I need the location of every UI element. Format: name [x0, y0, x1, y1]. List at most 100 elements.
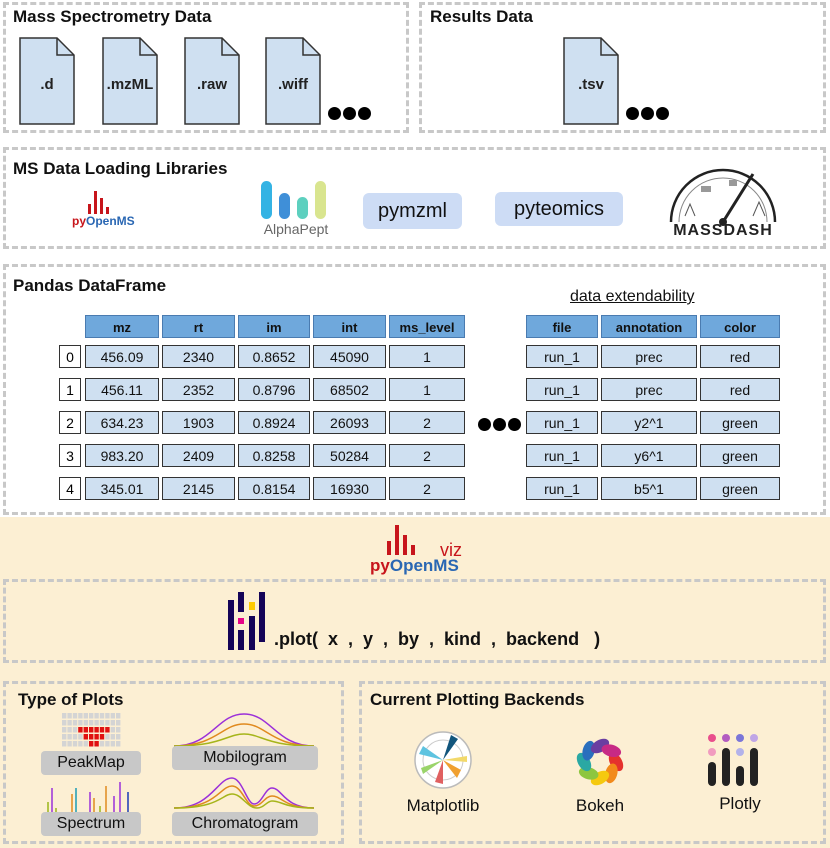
plot-signature-panel — [3, 579, 826, 663]
table-cell: 0.8796 — [238, 378, 310, 401]
file-ext-label: .wiff — [278, 76, 308, 93]
extension-table-cell: red — [700, 345, 780, 368]
peakmap-icon — [62, 713, 121, 747]
table-cell: 0.8652 — [238, 345, 310, 368]
chromatogram-icon — [173, 777, 315, 809]
ellipsis-icon — [478, 418, 523, 431]
viz-logo-viz: viz — [440, 540, 462, 560]
table-cell: 2352 — [162, 378, 235, 401]
row-index: 0 — [59, 345, 81, 368]
pyopenms-viz-bars-icon — [387, 525, 415, 555]
extension-table-cell: b5^1 — [601, 477, 697, 500]
table-cell: 456.09 — [85, 345, 159, 368]
extension-table-cell: run_1 — [526, 411, 598, 434]
table-cell: 0.8924 — [238, 411, 310, 434]
table-cell: 1 — [389, 378, 465, 401]
file-icon — [265, 37, 321, 125]
plot-type-spectrum: Spectrum — [41, 812, 141, 836]
extension-table-cell: run_1 — [526, 345, 598, 368]
pandas-logo — [226, 590, 270, 652]
table-cell: 2145 — [162, 477, 235, 500]
massdash-logo: MASSDASH — [665, 164, 781, 242]
file-icon-tsv: .tsv — [563, 37, 619, 125]
massdash-gauge-icon — [669, 168, 777, 226]
file-ext-label: .tsv — [578, 76, 604, 93]
column-header: int — [313, 315, 386, 338]
table-cell: 2409 — [162, 444, 235, 467]
table-cell: 26093 — [313, 411, 386, 434]
extension-column-header: annotation — [601, 315, 697, 338]
extension-column-header: file — [526, 315, 598, 338]
file-ext-label: .d — [40, 76, 54, 93]
row-index: 2 — [59, 411, 81, 434]
backends-panel — [359, 681, 826, 844]
pymzml-badge: pymzml — [363, 193, 462, 229]
viz-logo-openms: OpenMS — [389, 556, 459, 575]
dataframe-title: Pandas DataFrame — [13, 276, 167, 295]
column-header: im — [238, 315, 310, 338]
loaders-title: MS Data Loading Libraries — [13, 159, 228, 178]
column-header: mz — [85, 315, 159, 338]
table-cell: 456.11 — [85, 378, 159, 401]
backend-plotly: Plotly — [719, 794, 761, 813]
table-cell: 16930 — [313, 477, 386, 500]
pandas-icon — [228, 592, 265, 650]
plot-type-peakmap: PeakMap — [41, 751, 141, 775]
extension-table-cell: y2^1 — [601, 411, 697, 434]
table-cell: 2 — [389, 411, 465, 434]
file-icon-d: .d — [19, 37, 75, 125]
results-panel — [419, 2, 826, 133]
table-cell: 45090 — [313, 345, 386, 368]
row-index: 1 — [59, 378, 81, 401]
extension-table-cell: green — [700, 444, 780, 467]
file-icon — [184, 37, 240, 125]
massdash-logo-text: MASSDASH — [673, 222, 773, 239]
data-extendability-label: data extendability — [570, 288, 695, 305]
alphapept-logo-text: AlphaPept — [263, 221, 329, 237]
file-ext-label: .mzML — [106, 76, 154, 93]
column-header: rt — [162, 315, 235, 338]
alphapept-bars-icon — [261, 181, 326, 219]
backends-title: Current Plotting Backends — [370, 690, 585, 709]
file-icon-mzml: .mzML — [102, 37, 158, 125]
extension-table-cell: run_1 — [526, 477, 598, 500]
loaders-panel — [3, 147, 826, 249]
file-icon — [102, 37, 158, 125]
table-cell: 1903 — [162, 411, 235, 434]
file-icon-raw: .raw — [184, 37, 240, 125]
bokeh-logo — [576, 738, 624, 786]
dataframe-panel — [3, 264, 826, 515]
backend-matplotlib: Matplotlib — [406, 796, 480, 815]
spectrum-icon — [47, 782, 129, 812]
extension-table-cell: red — [700, 378, 780, 401]
plotly-logo — [708, 734, 758, 786]
table-cell: 983.20 — [85, 444, 159, 467]
viz-logo-py: py — [370, 556, 390, 575]
ellipsis-icon — [626, 107, 671, 120]
row-index: 3 — [59, 444, 81, 467]
extension-table-cell: green — [700, 477, 780, 500]
ms-data-panel — [3, 2, 409, 133]
table-cell: 2 — [389, 444, 465, 467]
plot-type-chromatogram: Chromatogram — [172, 812, 318, 836]
table-cell: 0.8258 — [238, 444, 310, 467]
pyopenms-logo-name: OpenMS — [86, 214, 135, 228]
alphapept-logo: AlphaPept — [258, 179, 334, 241]
mobilogram-icon — [173, 713, 315, 747]
matplotlib-logo — [414, 731, 472, 789]
extension-table-cell: prec — [601, 378, 697, 401]
extension-table-cell: y6^1 — [601, 444, 697, 467]
ellipsis-icon — [328, 107, 373, 120]
plot-types-title: Type of Plots — [18, 690, 124, 709]
ms-data-title: Mass Spectrometry Data — [13, 7, 212, 26]
row-index: 4 — [59, 477, 81, 500]
table-cell: 68502 — [313, 378, 386, 401]
pyopenms-logo-py: py — [72, 214, 87, 228]
pyopenms-bars-icon — [88, 191, 109, 214]
results-title: Results Data — [430, 7, 533, 26]
file-icon-wiff: .wiff — [265, 37, 321, 125]
table-cell: 2340 — [162, 345, 235, 368]
table-cell: 634.23 — [85, 411, 159, 434]
table-cell: 2 — [389, 477, 465, 500]
file-ext-label: .raw — [196, 76, 227, 93]
